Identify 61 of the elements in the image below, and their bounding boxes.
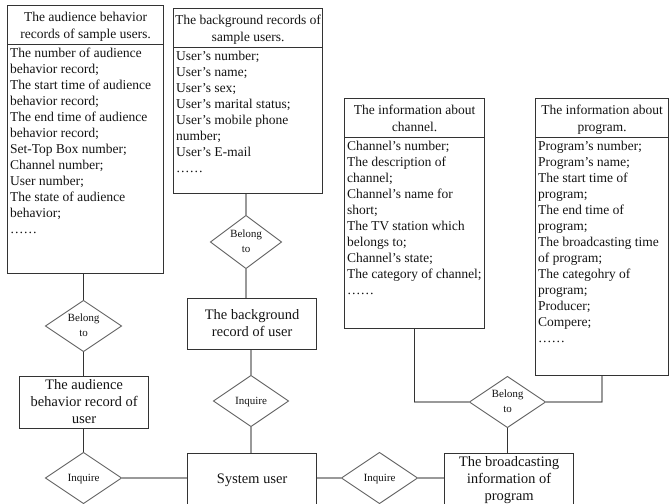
entity-box [187, 298, 317, 350]
entity-label: System user [216, 470, 288, 488]
attribute-text: User’s mobile phone number; [175, 112, 290, 144]
entity-label: The audience behavior record of user [29, 377, 139, 428]
table-header: The information about channel. [345, 99, 484, 138]
entity-table [173, 8, 323, 194]
connector-line [507, 428, 508, 454]
attribute-text: User’s marital status; [175, 96, 292, 112]
attribute-text: User’s E-mail [175, 144, 252, 160]
entity-table [7, 5, 164, 274]
attribute-text: Channel number; [9, 157, 104, 173]
table-header: The audience behavior records of sample users. [8, 6, 163, 45]
attribute-text: …… [537, 330, 566, 346]
entity-table [344, 98, 485, 329]
attribute-text: Producer; [537, 298, 592, 314]
attribute-text: User number; [9, 173, 85, 189]
attribute-text: …… [346, 282, 375, 298]
connector-line [250, 426, 252, 454]
attribute-text: Channel’s number; [346, 138, 450, 154]
relationship-label: Belong to [229, 227, 263, 257]
connector-line [83, 274, 84, 300]
connector-line [83, 352, 84, 376]
table-header: The information about program. [536, 99, 668, 138]
entity-label: The broadcasting information of program [458, 454, 560, 504]
relationship-label: Belong to [490, 387, 524, 417]
relationship-label: Inquire [362, 470, 396, 486]
attribute-text: The state of audience behavior; [9, 189, 126, 221]
attribute-text: The end time of audience behavior record; [9, 109, 148, 141]
attribute-text: …… [175, 160, 204, 176]
attribute-text: Set-Top Box number; [9, 141, 128, 157]
attribute-text: The broadcasting time of program; [537, 234, 660, 266]
attribute-text: The end time of program; [537, 202, 625, 234]
connector-line [414, 328, 470, 402]
attribute-text: User’s name; [175, 64, 248, 80]
connector-line [83, 428, 84, 452]
connector-line [546, 376, 602, 402]
relationship-label: Inquire [234, 394, 268, 408]
attribute-text: The number of audience behavior record; [9, 45, 143, 77]
attribute-text: …… [9, 221, 38, 237]
entity-label: The background record of user [204, 307, 300, 341]
attribute-text: The TV station which belongs to; [346, 218, 466, 250]
attribute-text: Channel’s name for short; [346, 186, 454, 218]
attribute-text: User’s number; [175, 48, 260, 64]
entity-table [535, 98, 669, 376]
attribute-text: Program’s number; [537, 138, 643, 154]
attribute-text: Channel’s state; [346, 250, 434, 266]
attribute-text: Compere; [537, 314, 592, 330]
connector-line [250, 350, 252, 376]
attribute-text: The start time of program; [537, 170, 629, 202]
entity-box [444, 453, 574, 504]
entity-box [19, 376, 149, 429]
attribute-text: Program’s name; [537, 154, 631, 170]
relationship-label: Belong to [66, 311, 100, 341]
attribute-text: The category of channel; [346, 266, 483, 282]
attribute-text: The description of channel; [346, 154, 447, 186]
attribute-text: User’s sex; [175, 80, 238, 96]
entity-box [187, 453, 317, 504]
attribute-text: The categohry of program; [537, 266, 632, 298]
table-header: The background records of sample users. [174, 9, 322, 48]
relationship-label: Inquire [66, 470, 100, 486]
attribute-text: The start time of audience behavior record; [9, 77, 152, 109]
